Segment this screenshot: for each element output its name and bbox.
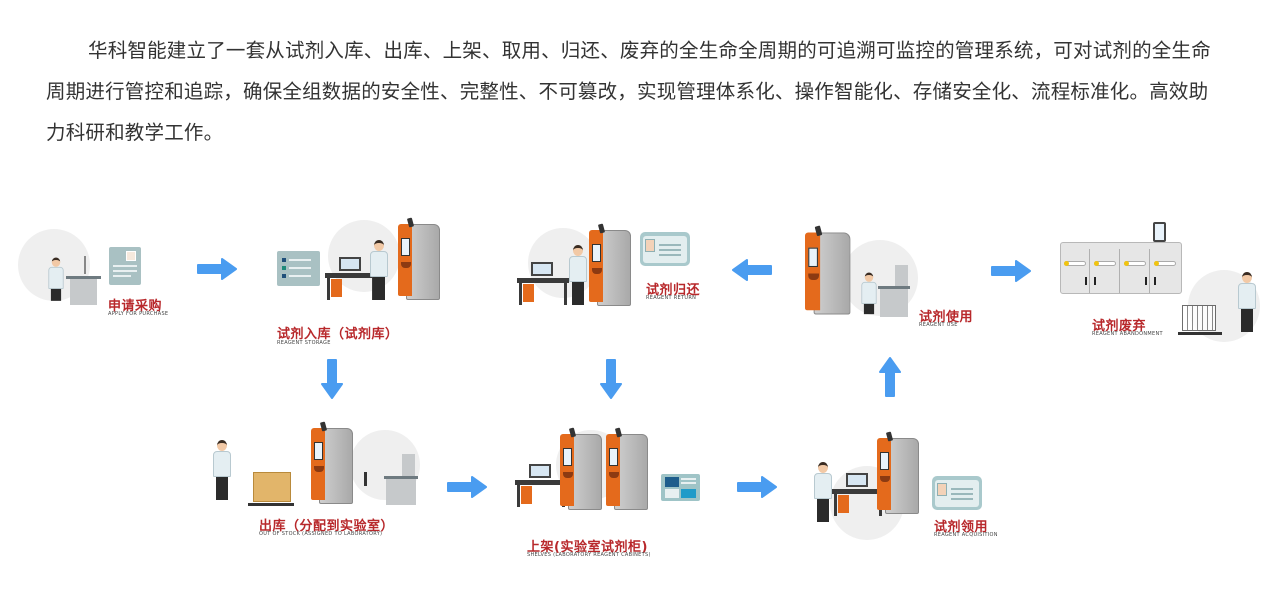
step-label-cn: 试剂使用 xyxy=(919,310,974,325)
trolley-base xyxy=(248,503,294,506)
arrow-right-icon xyxy=(736,476,778,498)
arrow-right-icon xyxy=(446,476,488,498)
step-label-en: REAGENT RETURN xyxy=(646,295,697,301)
waste-storage-cabinet-icon xyxy=(1060,242,1182,294)
arrow-down-icon xyxy=(321,358,343,400)
researcher-figure xyxy=(1236,272,1258,332)
arrow-left-icon xyxy=(731,259,773,281)
step-label-cn: 申请采购 xyxy=(108,299,163,314)
reagent-cabinet-icon xyxy=(311,421,353,504)
step-label-cn: 出库（分配到实验室） xyxy=(259,519,395,534)
step-label-cn: 试剂归还 xyxy=(646,283,701,298)
workstation-icon xyxy=(517,260,569,305)
step-label-en: REAGENT ABANDONMENT xyxy=(1092,331,1163,337)
reagent-cabinet-icon xyxy=(589,223,631,306)
step-label-en: REAGENT USE xyxy=(919,322,958,328)
step-label-en: OUT OF STOCK (ASSIGNED TO LABORATORY) xyxy=(259,531,383,537)
step-label-en: APPLY FOR PURCHASE xyxy=(108,311,169,317)
reagent-cabinet-icon xyxy=(877,431,919,514)
researcher-figure xyxy=(47,257,66,309)
id-card-icon xyxy=(932,476,982,510)
waste-cart-icon xyxy=(1178,305,1222,337)
researcher-figure xyxy=(860,272,879,324)
step-label-cn: 试剂废弃 xyxy=(1092,319,1147,334)
researcher-figure xyxy=(812,462,834,522)
step-label-cn: 试剂入库（试剂库） xyxy=(277,327,399,342)
step-label-cn: 试剂领用 xyxy=(934,520,989,535)
step-label-en: SHELVES (LABORATORY REAGENT CABINETS) xyxy=(527,552,651,558)
arrow-down-icon xyxy=(600,358,622,400)
worker-figure xyxy=(211,440,233,500)
box-trolley-icon xyxy=(253,472,291,502)
step-label-cn: 上架(实验室试剂柜) xyxy=(527,540,648,555)
reagent-cabinet-icon xyxy=(805,225,851,315)
purchase-form-icon xyxy=(109,247,141,285)
reagent-cabinet-icon xyxy=(560,427,602,510)
dashboard-panel-icon xyxy=(661,474,700,501)
checklist-icon xyxy=(277,251,320,286)
step-label-en: REAGENT ACQUISITION xyxy=(934,532,998,538)
reagent-cabinet-icon xyxy=(606,427,648,510)
id-card-icon xyxy=(640,232,690,266)
researcher-figure xyxy=(368,240,390,300)
intro-paragraph: 华科智能建立了一套从试剂入库、出库、上架、取用、归还、废弃的全生命全周期的可追溯… xyxy=(46,39,1211,144)
tablet-terminal-icon xyxy=(1153,222,1166,242)
arrow-right-icon xyxy=(990,260,1032,282)
arrow-right-icon xyxy=(196,258,238,280)
arrow-up-icon xyxy=(879,356,901,398)
researcher-figure xyxy=(567,245,589,305)
reagent-cabinet-icon xyxy=(398,217,440,300)
step-label-en: REAGENT STORAGE xyxy=(277,340,331,346)
